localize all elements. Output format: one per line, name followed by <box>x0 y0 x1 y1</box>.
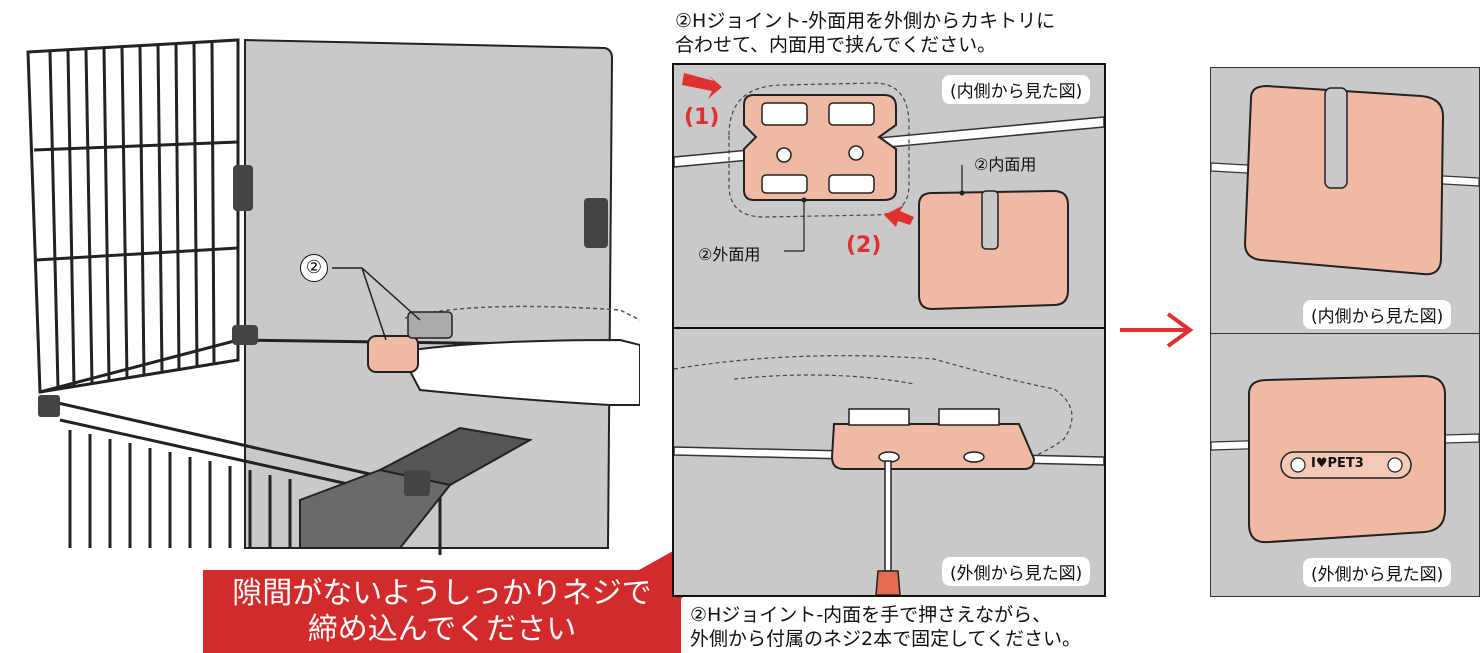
callout-line-1: 隙間がないようしっかりネジで <box>232 576 652 611</box>
result-outer-panel: I♥PET3 (外側から見た図) <box>1210 333 1480 597</box>
bottom-detail-panel: (外側から見た図) <box>672 327 1106 597</box>
bottom-panel-drawing <box>674 355 1104 595</box>
caption-top-1: ②Hジョイント-外面用を外側からカキトリに <box>675 10 1056 32</box>
caption-top-2: 合わせて、内面用で挟んでください。 <box>675 34 997 56</box>
result-inner-drawing <box>1211 84 1479 276</box>
result-outer-drawing <box>1211 374 1479 544</box>
result-outer-view-label: (外側から見た図) <box>1303 558 1452 587</box>
callout-box: 隙間がないようしっかりネジで 締め込んでください <box>203 570 681 653</box>
part-marker: ② <box>300 254 328 282</box>
top-detail-panel: (内側から見た図) (1) (2) ②内面用 ②外面用 <box>672 63 1106 331</box>
inner-part-label: ②内面用 <box>972 151 1039 175</box>
result-inner-view-label: (内側から見た図) <box>1303 300 1452 329</box>
cage-drawing <box>26 38 641 555</box>
caption-bottom-2: 外側から付属のネジ2本で固定してください。 <box>690 628 1081 650</box>
outer-part-label: ②外面用 <box>696 241 763 265</box>
result-inner-panel: (内側から見た図) <box>1210 67 1480 335</box>
bottom-panel-view-label: (外側から見た図) <box>942 557 1091 586</box>
result-arrow-icon <box>1120 312 1194 348</box>
top-panel-drawing <box>674 73 1104 311</box>
callout-line-2: 締め込んでください <box>307 612 577 647</box>
step-1-label: (1) <box>684 105 720 130</box>
brand-logo: I♥PET3 <box>1311 456 1364 471</box>
caption-bottom-1: ②Hジョイント-内面を手で押さえながら、 <box>690 604 1052 626</box>
cage-illustration: ② <box>0 0 641 560</box>
step-2-label: (2) <box>846 233 882 258</box>
top-panel-view-label: (内側から見た図) <box>942 75 1091 104</box>
